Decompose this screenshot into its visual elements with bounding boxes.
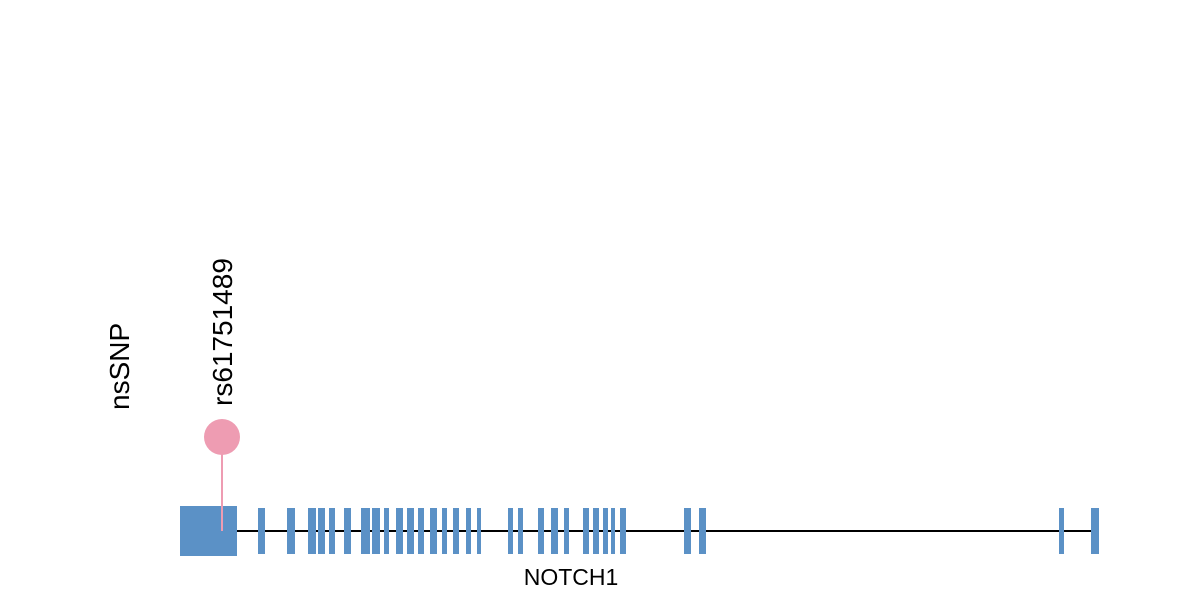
exon xyxy=(1059,508,1064,554)
exon xyxy=(287,508,295,554)
exon xyxy=(372,508,380,554)
exon xyxy=(258,508,265,554)
exon xyxy=(344,508,351,554)
exon xyxy=(477,508,481,554)
exon xyxy=(1091,508,1099,554)
exon xyxy=(551,508,558,554)
exon xyxy=(407,508,414,554)
gene-label: NOTCH1 xyxy=(523,564,619,590)
lollipop-stem xyxy=(220,437,224,531)
exon xyxy=(583,508,589,554)
exon xyxy=(508,508,513,554)
exon xyxy=(684,508,691,554)
exon xyxy=(396,508,403,554)
exon xyxy=(384,508,389,554)
exon xyxy=(430,508,437,554)
exon xyxy=(361,508,370,554)
exon xyxy=(466,508,471,554)
exon xyxy=(518,508,523,554)
exon xyxy=(442,508,447,554)
exon xyxy=(538,508,544,554)
exon xyxy=(564,508,569,554)
exon xyxy=(611,508,615,554)
gene-backbone xyxy=(180,530,1099,532)
exon xyxy=(418,508,424,554)
exon xyxy=(180,506,237,556)
exon xyxy=(620,508,626,554)
exon xyxy=(318,508,325,554)
exon xyxy=(593,508,599,554)
exon xyxy=(329,508,335,554)
exon xyxy=(699,508,706,554)
snp-lollipop-marker xyxy=(204,419,240,455)
exon xyxy=(453,508,459,554)
exon xyxy=(308,508,316,554)
exon xyxy=(603,508,608,554)
